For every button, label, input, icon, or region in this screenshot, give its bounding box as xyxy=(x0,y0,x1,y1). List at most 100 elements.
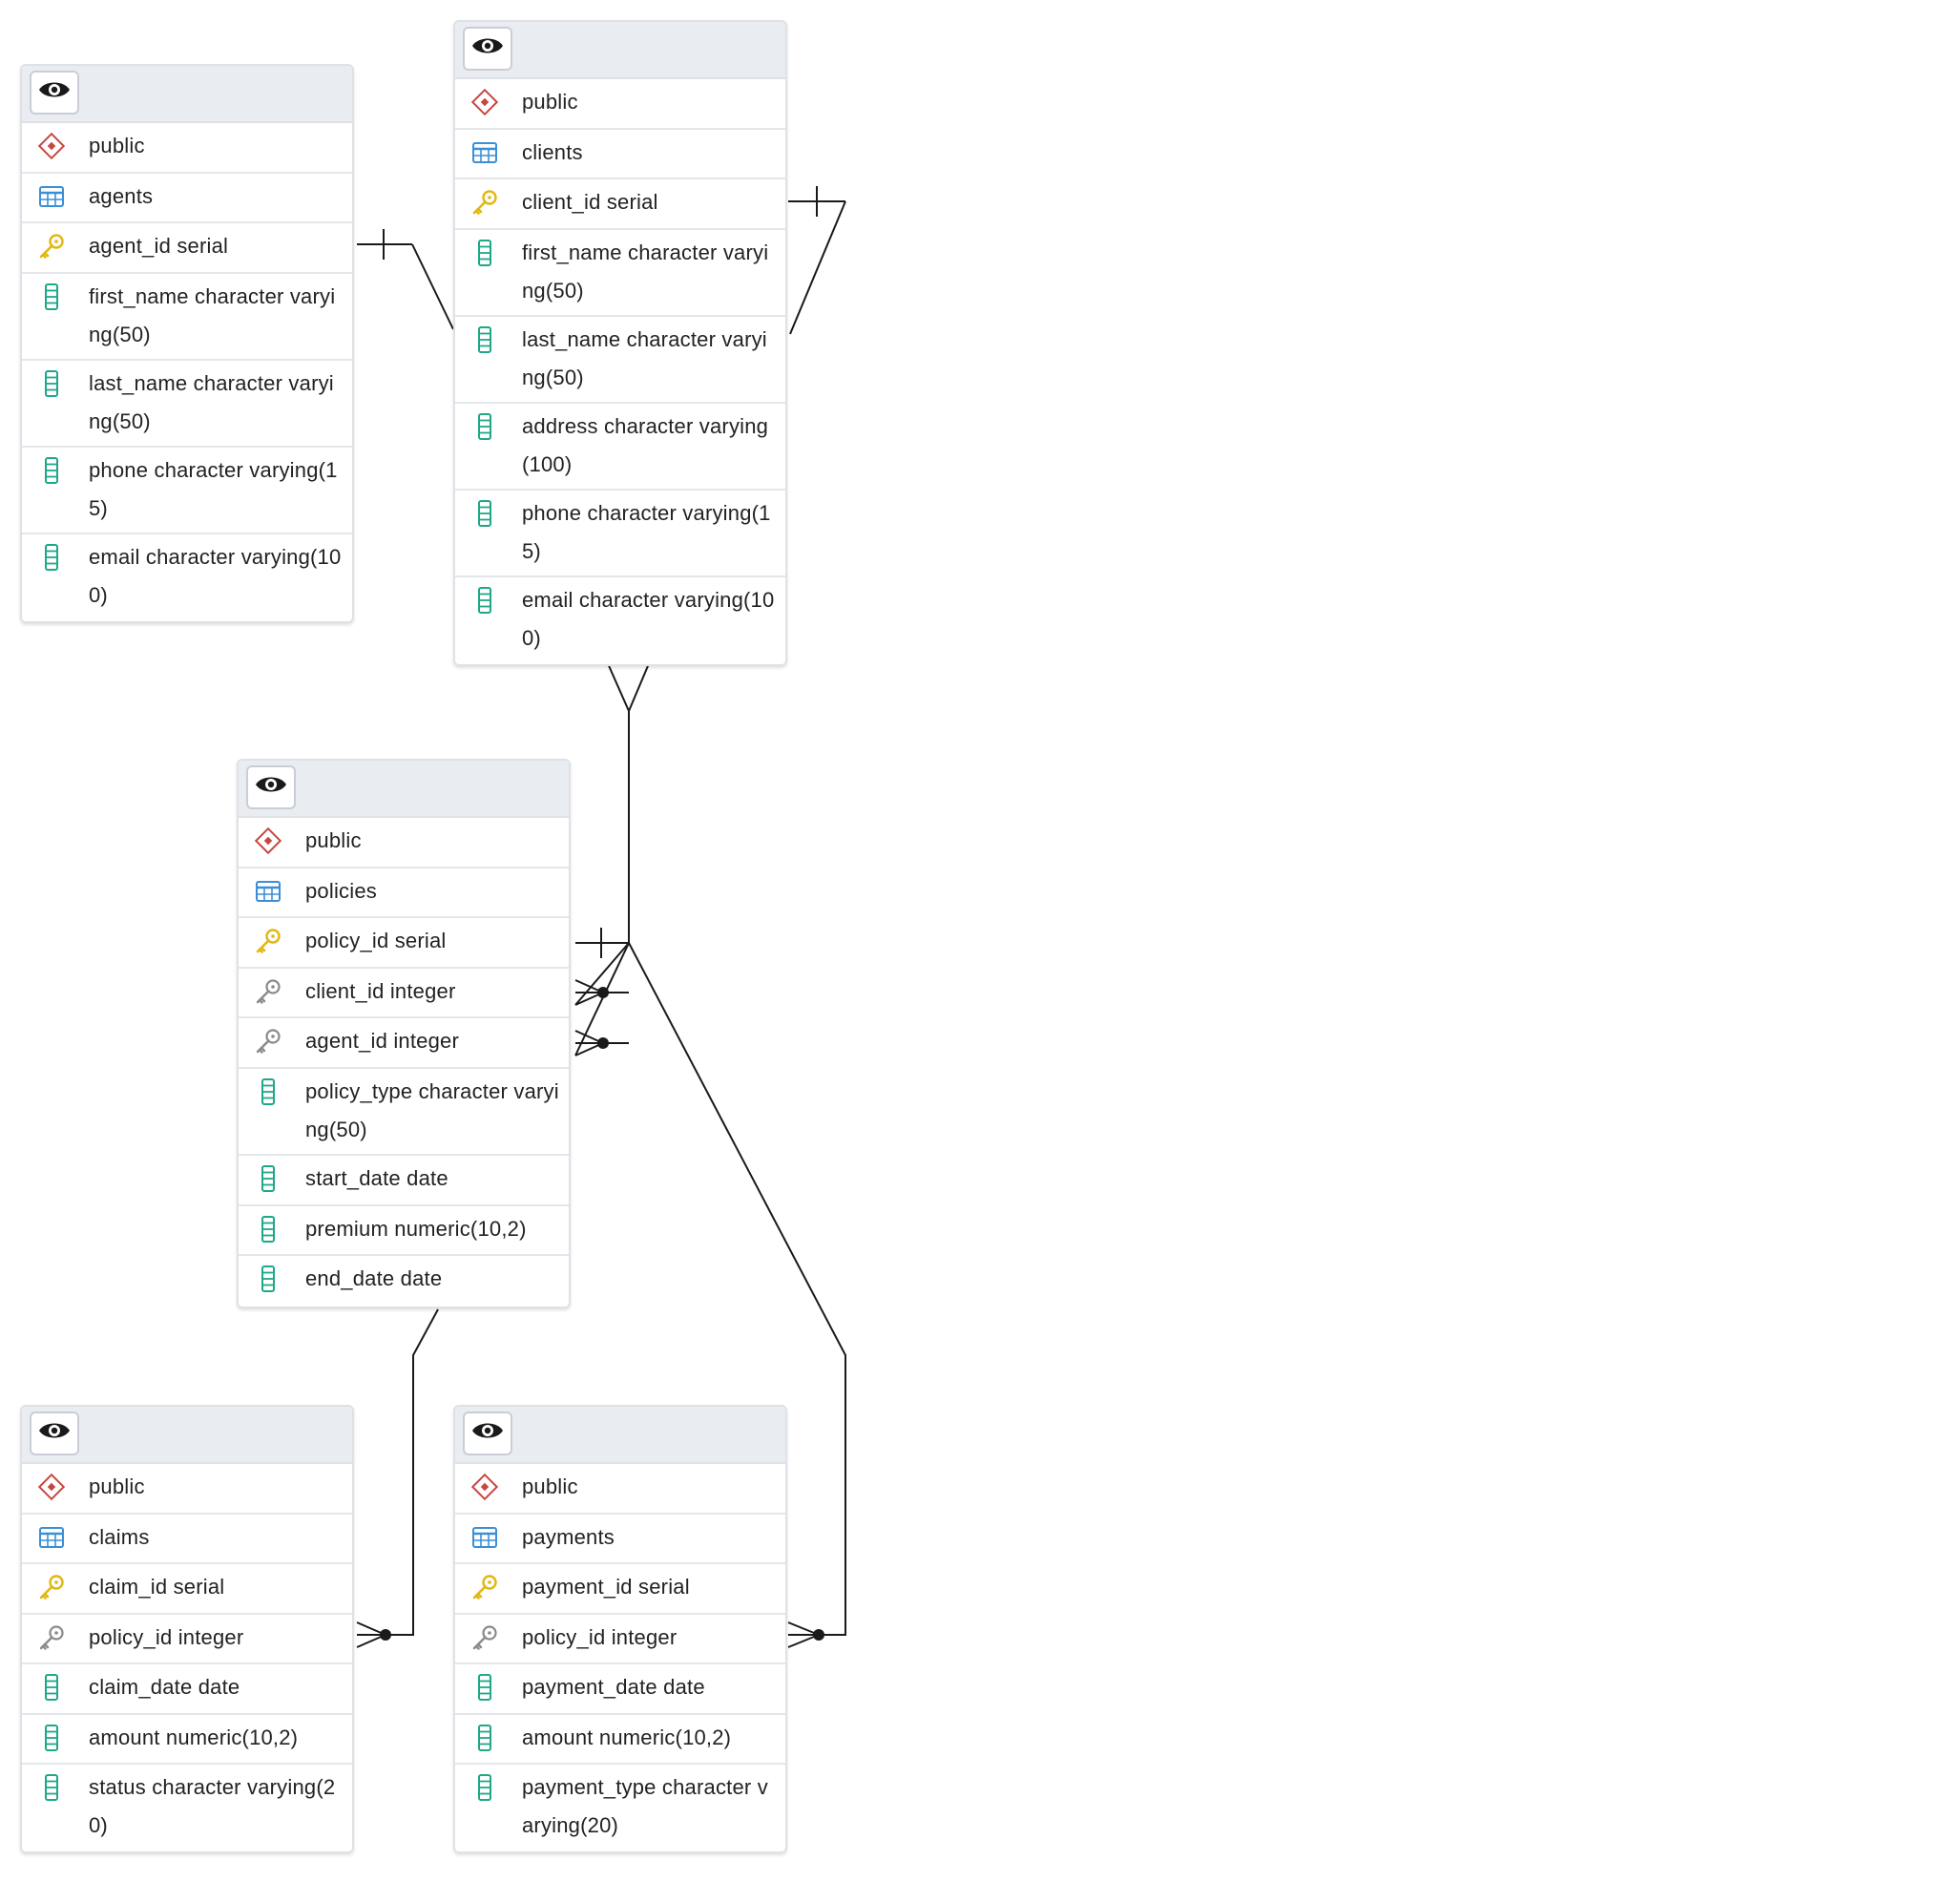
foreign-key-icon xyxy=(254,977,282,1006)
table-icon xyxy=(37,1523,66,1552)
relationship-line xyxy=(574,942,630,1056)
eye-icon-button[interactable] xyxy=(463,1412,512,1455)
column-row[interactable]: email character varying(100) xyxy=(22,534,352,621)
many-marker xyxy=(628,660,651,712)
column-label: phone character varying(15) xyxy=(89,458,338,520)
schema-name: public xyxy=(89,1474,145,1498)
column-row[interactable]: policy_type character varying(50) xyxy=(239,1069,569,1156)
table-name-row: claims xyxy=(22,1515,352,1564)
column-label: address character varying(100) xyxy=(522,414,769,476)
column-icon xyxy=(254,1164,282,1193)
eye-icon-button[interactable] xyxy=(30,71,79,115)
eye-icon xyxy=(471,35,504,62)
column-label: end_date date xyxy=(305,1266,443,1290)
column-icon xyxy=(37,1673,66,1702)
many-marker xyxy=(606,660,630,712)
table-node-claims[interactable]: public claims claim_id serial policy_id … xyxy=(20,1405,354,1853)
primary-key-icon xyxy=(470,1573,499,1601)
column-label: amount numeric(10,2) xyxy=(522,1725,732,1749)
column-row[interactable]: agent_id integer xyxy=(239,1018,569,1069)
column-label: premium numeric(10,2) xyxy=(305,1217,527,1241)
table-node-payments[interactable]: public payments payment_id serial policy… xyxy=(453,1405,787,1853)
column-label: client_id integer xyxy=(305,979,456,1003)
column-row[interactable]: last_name character varying(50) xyxy=(455,317,785,404)
column-row[interactable]: policy_id integer xyxy=(22,1615,352,1664)
optional-marker xyxy=(380,1629,391,1641)
column-row[interactable]: claim_date date xyxy=(22,1664,352,1715)
column-label: last_name character varying(50) xyxy=(522,327,767,389)
column-row[interactable]: phone character varying(15) xyxy=(22,448,352,534)
table-name-row: payments xyxy=(455,1515,785,1564)
table-name-row: agents xyxy=(22,174,352,223)
schema-row: public xyxy=(455,79,785,130)
column-icon xyxy=(254,1265,282,1293)
column-icon xyxy=(37,369,66,398)
column-icon xyxy=(37,1773,66,1802)
node-header xyxy=(455,1407,785,1464)
column-row[interactable]: start_date date xyxy=(239,1156,569,1206)
column-row[interactable]: claim_id serial xyxy=(22,1564,352,1615)
primary-key-icon xyxy=(470,188,499,217)
schema-icon xyxy=(37,132,66,160)
column-icon xyxy=(37,1724,66,1752)
schema-row: public xyxy=(22,123,352,174)
many-marker xyxy=(574,1030,604,1044)
column-row[interactable]: status character varying(20) xyxy=(22,1765,352,1851)
table-node-clients[interactable]: public clients client_id serial first_na… xyxy=(453,20,787,666)
column-label: agent_id serial xyxy=(89,234,229,258)
column-row[interactable]: client_id integer xyxy=(239,969,569,1018)
relationship-line-policies-claims xyxy=(386,1308,439,1636)
table-node-policies[interactable]: public policies policy_id serial client_… xyxy=(237,759,571,1308)
column-row[interactable]: payment_id serial xyxy=(455,1564,785,1615)
primary-key-icon xyxy=(37,232,66,261)
column-label: policy_type character varying(50) xyxy=(305,1079,559,1141)
column-row[interactable]: amount numeric(10,2) xyxy=(22,1715,352,1765)
column-label: amount numeric(10,2) xyxy=(89,1725,299,1749)
table-icon xyxy=(470,1523,499,1552)
column-row[interactable]: payment_type character varying(20) xyxy=(455,1765,785,1851)
column-label: start_date date xyxy=(305,1166,448,1190)
column-row[interactable]: client_id serial xyxy=(455,179,785,230)
column-icon xyxy=(470,1773,499,1802)
optional-marker xyxy=(597,987,609,998)
column-row[interactable]: agent_id serial xyxy=(22,223,352,274)
column-label: phone character varying(15) xyxy=(522,501,771,563)
column-row[interactable]: premium numeric(10,2) xyxy=(239,1206,569,1256)
eye-icon xyxy=(38,1420,71,1447)
column-icon xyxy=(470,239,499,267)
column-row[interactable]: amount numeric(10,2) xyxy=(455,1715,785,1765)
table-icon xyxy=(37,182,66,211)
column-row[interactable]: phone character varying(15) xyxy=(455,491,785,577)
relationship-line-clients-policies xyxy=(789,200,846,335)
eye-icon-button[interactable] xyxy=(246,765,296,809)
many-marker xyxy=(574,992,604,1006)
column-label: claim_id serial xyxy=(89,1575,225,1599)
column-row[interactable]: first_name character varying(50) xyxy=(22,274,352,361)
column-label: payment_id serial xyxy=(522,1575,690,1599)
eye-icon-button[interactable] xyxy=(30,1412,79,1455)
column-row[interactable]: last_name character varying(50) xyxy=(22,361,352,448)
column-row[interactable]: address character varying(100) xyxy=(455,404,785,491)
table-name-row: policies xyxy=(239,868,569,918)
many-marker xyxy=(574,1042,604,1056)
column-row[interactable]: policy_id integer xyxy=(455,1615,785,1664)
column-row[interactable]: end_date date xyxy=(239,1256,569,1307)
table-node-agents[interactable]: public agents agent_id serial first_name… xyxy=(20,64,354,623)
table-name-row: clients xyxy=(455,130,785,179)
column-label: policy_id integer xyxy=(522,1625,678,1649)
eye-icon-button[interactable] xyxy=(463,27,512,71)
column-row[interactable]: first_name character varying(50) xyxy=(455,230,785,317)
column-icon xyxy=(470,1724,499,1752)
column-icon xyxy=(37,543,66,572)
column-row[interactable]: policy_id serial xyxy=(239,918,569,969)
foreign-key-icon xyxy=(37,1623,66,1652)
schema-icon xyxy=(37,1473,66,1501)
column-row[interactable]: payment_date date xyxy=(455,1664,785,1715)
column-icon xyxy=(37,282,66,311)
node-header xyxy=(22,1407,352,1464)
foreign-key-icon xyxy=(470,1623,499,1652)
column-icon xyxy=(254,1077,282,1106)
column-label: status character varying(20) xyxy=(89,1775,336,1837)
column-row[interactable]: email character varying(100) xyxy=(455,577,785,664)
